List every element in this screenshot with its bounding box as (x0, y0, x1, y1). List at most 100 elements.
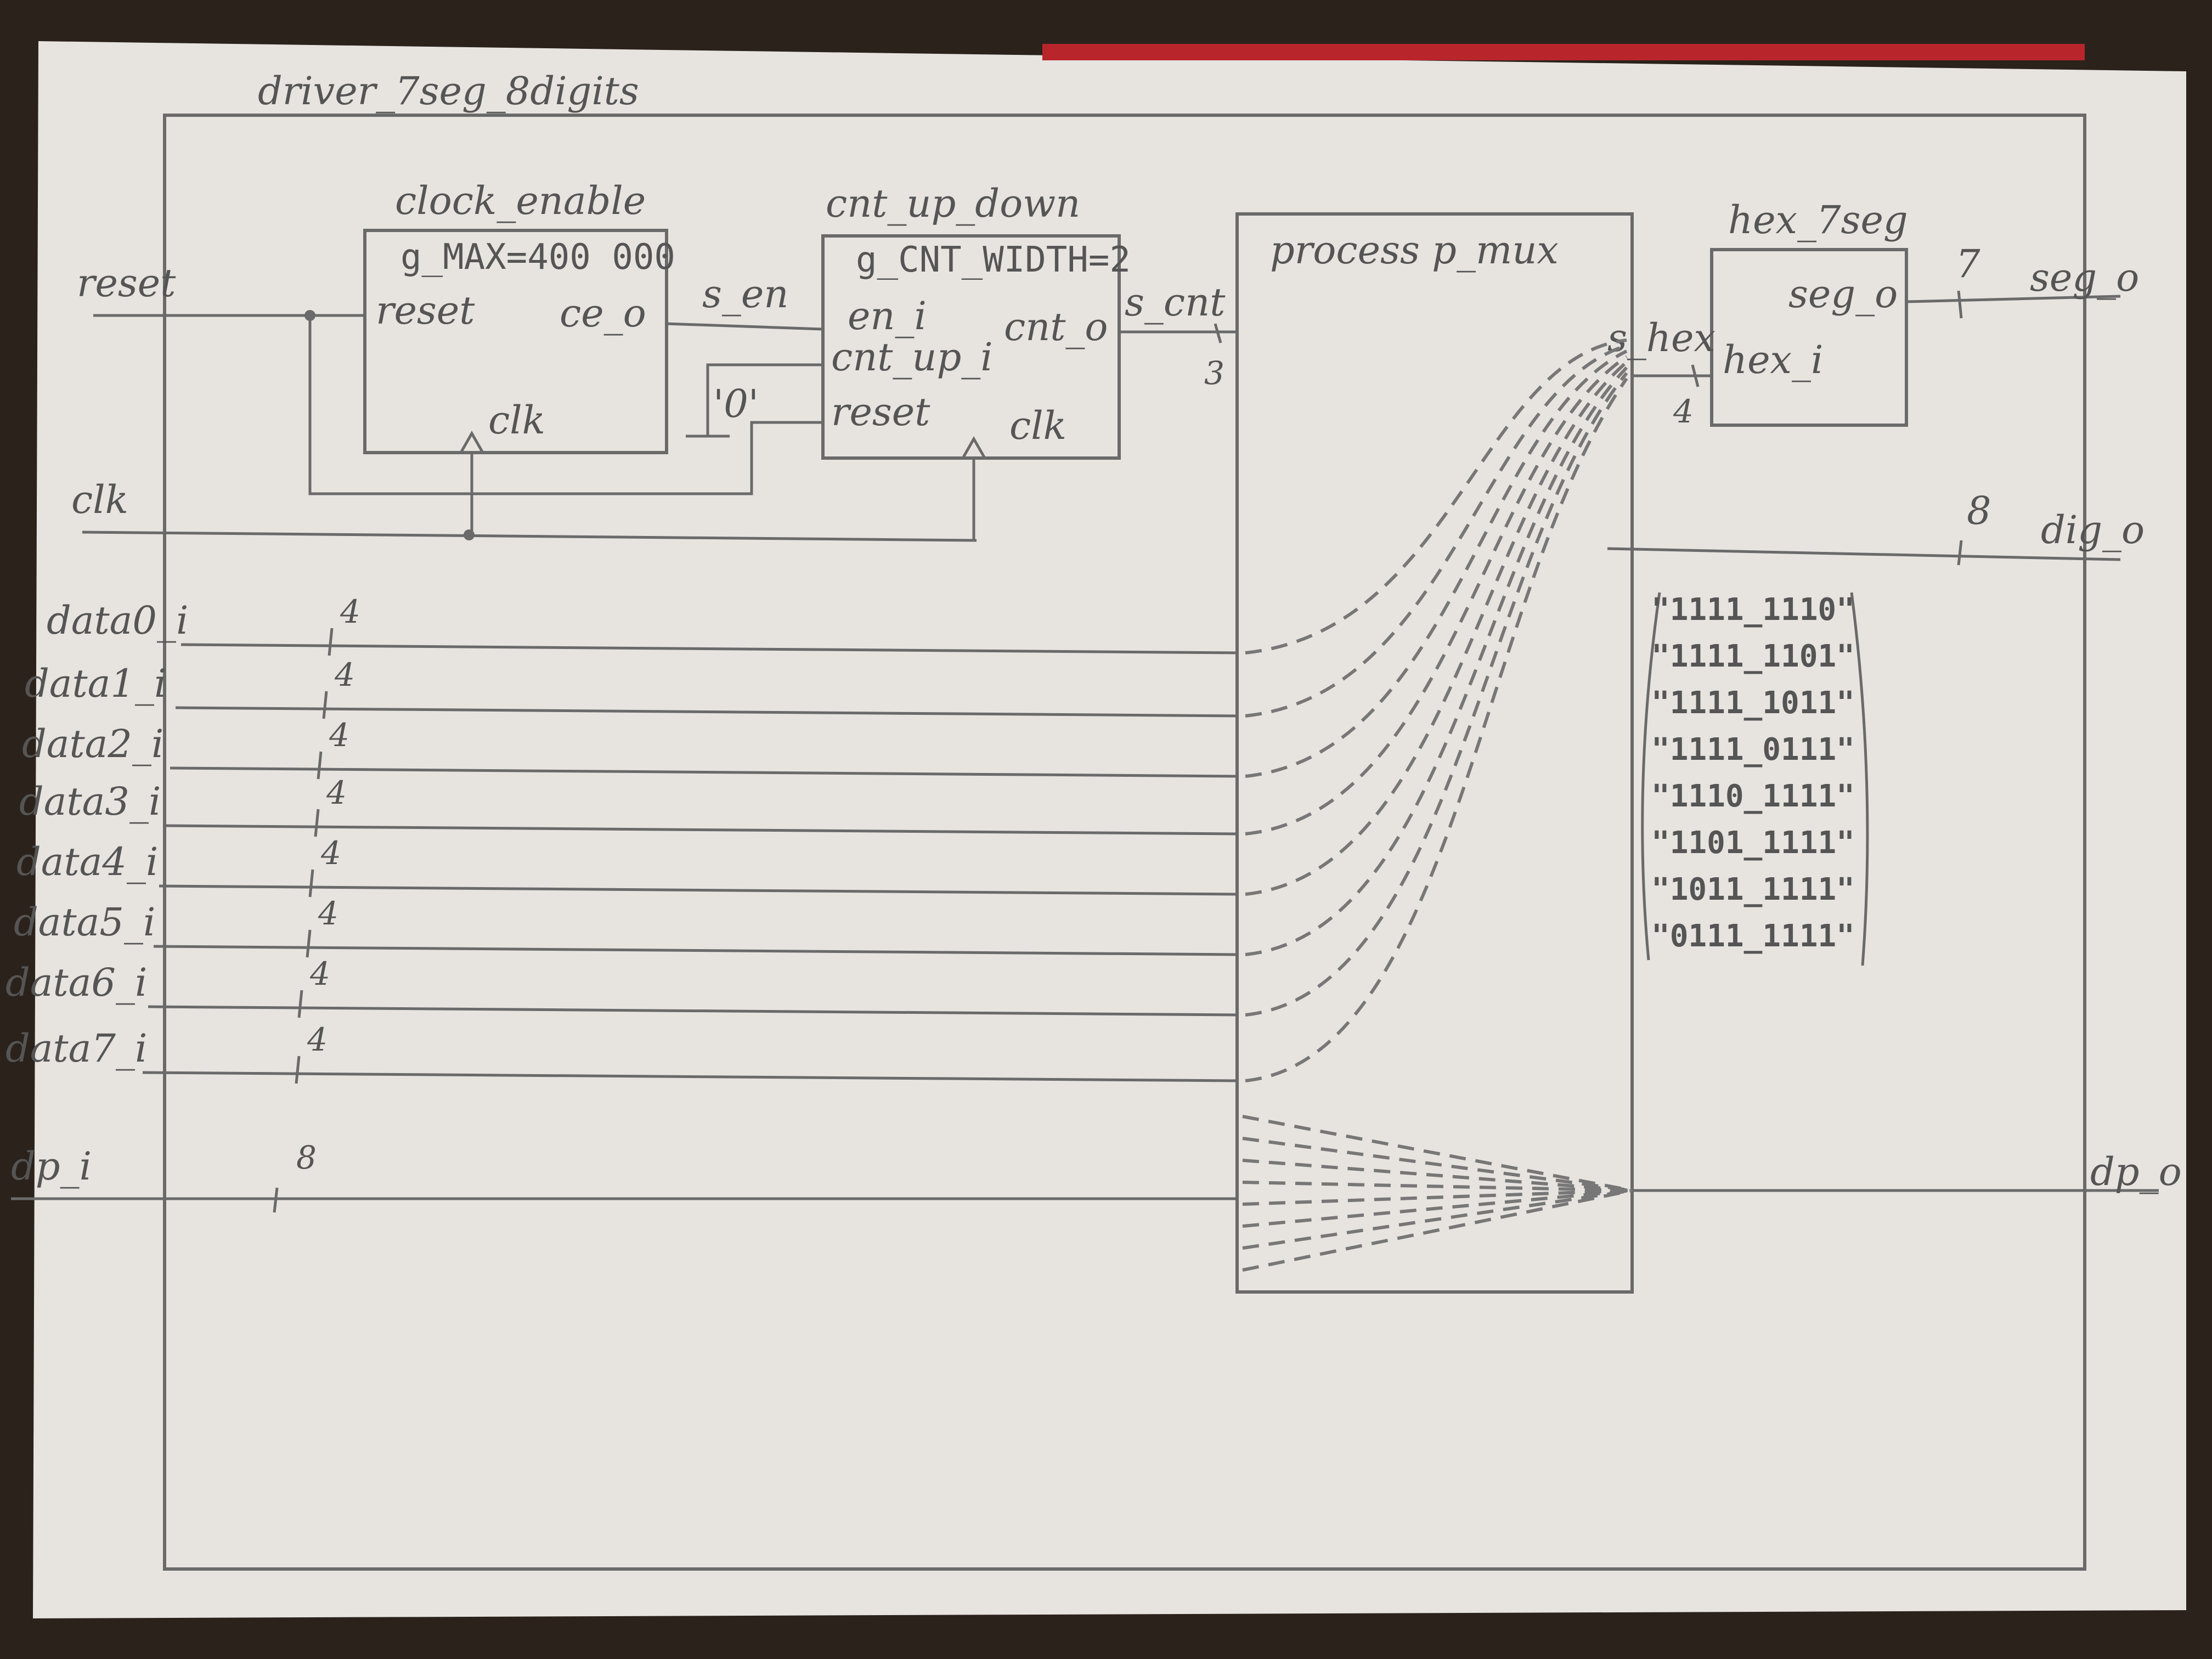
signal-s-cnt: s_cnt (1125, 280, 1226, 325)
mux-path-curve (1245, 366, 1628, 956)
data-bus-line (180, 643, 1238, 654)
dp-fan-line (1242, 1189, 1633, 1250)
data-bus-width-tick (295, 1056, 301, 1084)
data-bus-line (142, 1071, 1238, 1082)
data-input-label: data1_i (25, 661, 166, 706)
dp-fan-line (1242, 1159, 1633, 1192)
data-input-label: data2_i (22, 721, 163, 766)
dp-input-label: dp_i (11, 1144, 92, 1189)
counter-clk-port: clk (1009, 403, 1066, 448)
data-bus-line (148, 1005, 1238, 1017)
hex7seg-name: hex_7seg (1728, 198, 1908, 242)
dig-code-value: "1111_1110" (1651, 592, 1855, 628)
data-input-label: data7_i (5, 1026, 147, 1071)
dig-code-value: "1101_1111" (1651, 825, 1855, 861)
data-input-label: data5_i (14, 900, 155, 945)
dig-code-value: "1011_1111" (1651, 872, 1855, 907)
dp-output-label: dp_o (2090, 1149, 2182, 1194)
dig-code-value: "1111_0111" (1651, 732, 1855, 768)
dp-input-bus: dp_i 8 (11, 1139, 1237, 1213)
data-input-label: data3_i (19, 779, 161, 824)
top-entity-title: driver_7seg_8digits (258, 69, 639, 114)
dp-fan-line (1242, 1181, 1633, 1192)
signal-s-en: s_en (702, 272, 788, 317)
clock-enable-reset-port: reset (376, 288, 475, 333)
data-bus-width-tick (328, 628, 334, 656)
data-input-width: 4 (329, 716, 349, 754)
data-input-label: data6_i (5, 960, 147, 1005)
top-entity-box (163, 114, 2086, 1571)
data-input-width: 4 (326, 774, 347, 811)
clock-enable-generic: g_MAX=400 000 (400, 237, 675, 278)
dp-fan-line (1242, 1189, 1633, 1228)
counter-reset-port: reset (831, 390, 930, 435)
data-bus-line (164, 824, 1238, 836)
data-bus-width-tick (306, 929, 312, 958)
data-input-label: data4_i (16, 839, 158, 884)
data-input-width: 4 (334, 656, 355, 693)
signal-const-zero: '0' (713, 381, 759, 426)
data-bus-width-tick (314, 809, 320, 837)
data-input-width: 4 (340, 593, 360, 630)
dig-codes-list: "1111_1110" "1111_1101" "1111_1011" "1111_0… (1641, 592, 1869, 966)
dig-code-value: "1111_1011" (1651, 685, 1855, 721)
counter-generic: g_CNT_WIDTH=2 (856, 240, 1131, 280)
mux-process-name: process p_mux (1270, 228, 1559, 273)
mux-path-curve (1245, 349, 1628, 778)
seg-output-width: 7 (1956, 241, 1980, 286)
counter-name: cnt_up_down (826, 181, 1080, 226)
hex7seg-block: hex_7seg seg_o hex_i (1710, 198, 1908, 427)
reset-input-label: reset (77, 261, 176, 306)
hex7seg-seg-port: seg_o (1788, 272, 1898, 317)
mux-path-curve (1245, 355, 1628, 836)
clock-enable-clk-port: clk (488, 398, 545, 443)
signal-s-hex-width: 4 (1673, 393, 1694, 430)
data-input-width: 4 (307, 1021, 328, 1058)
counter-cnt-port: cnt_o (1004, 304, 1108, 349)
dig-output-width: 8 (1967, 488, 1991, 533)
data-input-buses: data0_i 4 data1_i 4 data2_i 4 data3_i 4 data4_i 4… (5, 593, 1238, 1084)
dig-output-label: dig_o (2041, 507, 2145, 552)
seg-output-label: seg_o (2030, 255, 2139, 300)
clock-enable-clk-triangle (459, 430, 484, 454)
hex7seg-hex-port: hex_i (1723, 337, 1823, 382)
mux-path-curve (1245, 338, 1627, 654)
clock-enable-ce-port: ce_o (560, 291, 646, 336)
mux-dashed-paths (1242, 338, 1633, 1272)
data-bus-line (175, 706, 1238, 718)
counter-dir-port: cnt_up_i (831, 335, 993, 380)
counter-en-port: en_i (848, 294, 927, 338)
dig-code-value: "1111_1101" (1651, 639, 1855, 674)
signal-s-cnt-width: 3 (1204, 354, 1224, 392)
clk-input-label: clk (71, 477, 128, 522)
control-wires (82, 290, 2159, 1192)
data-bus-width-tick (322, 691, 328, 719)
clock-enable-block: clock_enable g_MAX=400 000 reset ce_o cl… (363, 178, 675, 454)
data-bus-line (159, 884, 1238, 896)
mux-path-curve (1245, 344, 1627, 718)
dp-input-width: 8 (296, 1139, 317, 1176)
paper-sheet (33, 41, 2186, 1618)
dp-fan-line (1242, 1137, 1633, 1192)
mux-path-curve (1245, 377, 1628, 1082)
data-input-width: 4 (320, 834, 341, 872)
data-input-width: 4 (309, 955, 330, 992)
mux-process-block: process p_mux (1235, 212, 1634, 1294)
dp-fan-line (1242, 1115, 1633, 1192)
data-input-label: data0_i (47, 598, 188, 643)
red-folder-edge (1042, 44, 2085, 60)
data-bus-width-tick (308, 869, 314, 898)
mux-path-curve (1245, 372, 1628, 1017)
data-input-width: 4 (318, 895, 338, 932)
dig-code-value: "0111_1111" (1651, 918, 1855, 954)
counter-clk-triangle (961, 436, 986, 459)
data-bus-width-tick (317, 751, 323, 780)
counter-block: cnt_up_down g_CNT_WIDTH=2 en_i cnt_up_i … (821, 181, 1131, 460)
dp-fan-line (1242, 1189, 1633, 1272)
clock-enable-name: clock_enable (395, 178, 646, 223)
mux-path-curve (1245, 360, 1628, 896)
data-bus-line (153, 945, 1238, 956)
dp-fan-line (1242, 1189, 1633, 1206)
data-bus-line (170, 766, 1238, 778)
